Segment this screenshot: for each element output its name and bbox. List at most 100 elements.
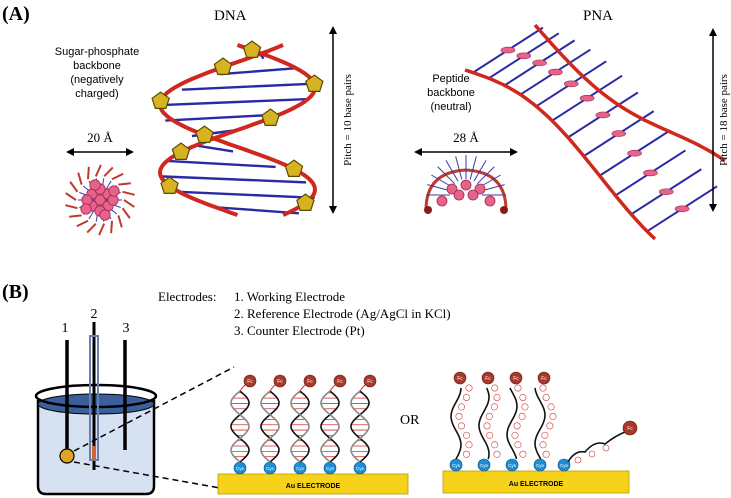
dna-sugar-ring [195,125,214,143]
dna-width-label: 20 Å [87,130,113,145]
pna-backbone-label: Peptide backbone (neutral) [427,73,475,113]
fc-label: Fc [247,379,253,385]
dna-end-atom [94,194,106,206]
dna-backbone-line-3: (negatively [70,74,124,86]
pna-end-atom [446,183,458,195]
probe-strand [230,390,250,463]
probe-base [519,450,527,458]
pna-end-base-line [445,160,459,182]
probe-base [457,422,465,430]
pna-base-atom [579,94,595,102]
dna-base-pair [166,159,276,169]
dna-end-backbone-segment [117,215,123,228]
pna-strand-1 [464,68,657,241]
au-electrode-right [442,470,630,494]
fc-bead [273,374,287,388]
probe-base [602,444,610,452]
probe-base [521,403,529,411]
cys-label: Cys [236,466,244,471]
pna-end-atom [436,195,448,207]
dna-base-pair [178,190,315,200]
dna-end-backbone-segment [110,220,113,234]
dna-end-backbone-segment [94,164,102,177]
dna-strand-2 [158,43,317,217]
dna-base-pair [160,175,307,184]
fc-label: Fc [513,376,519,382]
probe-base [519,393,527,401]
probe-base [483,422,491,430]
pna-end-base-line [473,160,487,182]
electrode-number-2: 2 [91,307,98,322]
panel-b-label: (B) [2,281,29,303]
probe-base [491,441,499,449]
dna-end-backbone-segment [122,190,135,196]
pna-base-atom [563,80,579,88]
dna-sugar-ring [305,74,324,93]
dna-base-pair [219,66,297,76]
dna-end-backbone-segment [111,172,124,181]
cys-label: Cys [480,463,488,468]
pna-width-label: 28 Å [453,130,479,145]
pna-pitch-label: Pitch = 18 base pairs [718,74,730,166]
pna-base-atom [627,149,642,157]
pna-end-base-line [437,166,456,185]
pna-base-atom [595,111,611,119]
fc-label: Fc [627,426,633,432]
fc-bead [243,374,257,388]
or-label: OR [400,413,420,428]
electrodes-heading: Electrodes: [158,289,216,304]
pna-base-atom [516,52,532,60]
dna-backbone-line-4: charged) [75,88,118,100]
probe-base [485,412,493,420]
probe-complement-strand [260,390,280,463]
pna-backbone-line-1: Peptide [432,73,469,85]
probe-base [574,456,582,464]
collapsed-probe-strand [567,431,626,463]
probe-base [491,384,499,392]
panel-a-label: (A) [2,3,30,25]
probe-base [493,450,501,458]
probe-base [539,441,547,449]
probe-complement-strand [350,390,370,463]
pna-pitch-arrow [709,28,717,212]
dna-end-view [65,164,135,236]
electrode-number-1: 1 [62,321,69,336]
pna-end-atom [484,195,496,207]
electrode-item-3: 3. Counter Electrode (Pt) [234,323,365,338]
cys-bead [477,458,491,472]
fc-bead [453,371,467,385]
probe-base [541,431,549,439]
fc-label: Fc [367,379,373,385]
probe-base [514,441,522,449]
au-electrode-right-label: Au ELECTRODE [509,481,564,488]
pna-base-atom [658,188,674,196]
pna-base-atom [674,205,690,213]
pna-title: PNA [583,8,613,24]
pna-end-atom [474,183,486,195]
fc-bead [303,374,317,388]
dna-base-pair [195,144,234,153]
probe-strand [506,387,518,460]
pna-end-terminal [500,206,508,214]
probe-base [493,393,501,401]
probe-strand [320,390,340,463]
probe-base [490,403,498,411]
fc-label: Fc [277,379,283,385]
reference-electrode-tip [92,446,96,460]
dna-backbone-line-2: backbone [73,60,121,72]
fc-label: Fc [307,379,313,385]
fc-label: Fc [485,376,491,382]
working-electrode-disk [59,448,75,464]
beaker-rim [34,383,158,409]
dna-end-backbone-segment [123,199,135,208]
probe-base [518,412,526,420]
probe-base [549,412,557,420]
cys-bead [557,458,571,472]
dna-sugar-ring [213,57,233,76]
pna-end-view [424,155,508,214]
pna-end-base-line [455,156,463,180]
probe-base [462,393,470,401]
dna-end-backbone-segment [77,172,83,185]
